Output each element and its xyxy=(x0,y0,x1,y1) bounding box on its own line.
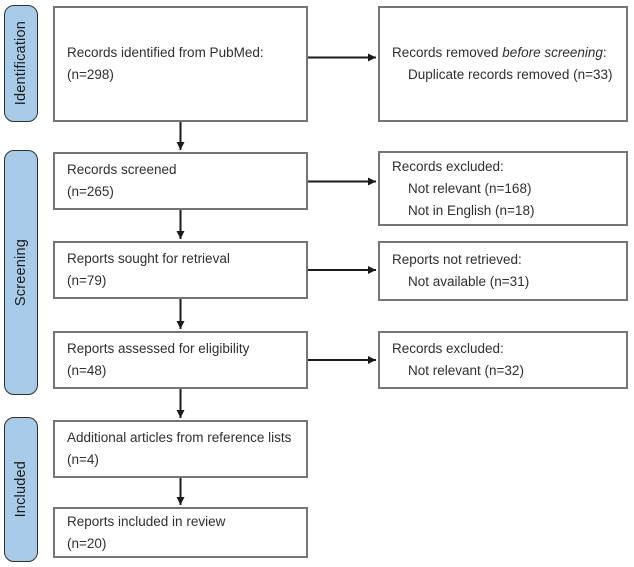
box-line: (n=4) xyxy=(67,452,99,467)
title-text-italic: before screening xyxy=(502,45,603,60)
stage-screening: Screening xyxy=(4,150,38,395)
box-line: Reports assessed for eligibility xyxy=(67,341,250,356)
side-box-title: Records excluded: xyxy=(392,158,504,174)
stage-included-label: Included xyxy=(13,461,29,518)
box-line: (n=48) xyxy=(67,363,107,378)
side-box-title: Reports not retrieved: xyxy=(392,252,522,267)
box-line: (n=79) xyxy=(67,273,107,288)
box-line: (n=298) xyxy=(67,67,114,82)
box-records-identified: Records identified from PubMed: (n=298) xyxy=(53,6,308,122)
box-records-excluded-screening: Records excluded: Not relevant (n=168) N… xyxy=(378,151,628,226)
title-text: : xyxy=(602,45,607,60)
box-reports-included: Reports included in review (n=20) xyxy=(53,507,308,558)
stage-identification: Identification xyxy=(4,5,38,122)
box-records-screened: Records screened (n=265) xyxy=(53,152,308,210)
box-records-removed: Records removed before screening: Duplic… xyxy=(378,6,628,122)
side-box-item: Not available (n=31) xyxy=(408,274,530,289)
box-line: Additional articles from reference lists xyxy=(67,430,292,445)
side-box-item: Not relevant (n=32) xyxy=(408,363,524,378)
box-reports-assessed: Reports assessed for eligibility (n=48) xyxy=(53,331,308,389)
box-line: Reports included in review xyxy=(67,513,226,529)
side-box-item: Duplicate records removed (n=33) xyxy=(408,67,613,82)
side-box-item: Not in English (n=18) xyxy=(408,202,535,218)
side-box-title: Records excluded: xyxy=(392,341,504,356)
stage-identification-label: Identification xyxy=(13,21,29,106)
box-line: Records screened xyxy=(67,162,177,177)
box-additional-articles: Additional articles from reference lists… xyxy=(53,420,308,478)
stage-screening-label: Screening xyxy=(13,238,29,307)
side-box-item: Not relevant (n=168) xyxy=(408,180,532,196)
box-line: Records identified from PubMed: xyxy=(67,45,264,60)
box-reports-not-retrieved: Reports not retrieved: Not available (n=… xyxy=(378,241,628,301)
side-box-title: Records removed before screening: xyxy=(392,42,618,64)
title-text: Records removed xyxy=(392,45,503,60)
box-line: (n=265) xyxy=(67,184,114,199)
box-records-excluded-eligibility: Records excluded: Not relevant (n=32) xyxy=(378,331,628,389)
stage-included: Included xyxy=(4,417,38,562)
box-line: (n=20) xyxy=(67,535,107,551)
box-line: Reports sought for retrieval xyxy=(67,251,230,266)
box-reports-sought: Reports sought for retrieval (n=79) xyxy=(53,241,308,299)
